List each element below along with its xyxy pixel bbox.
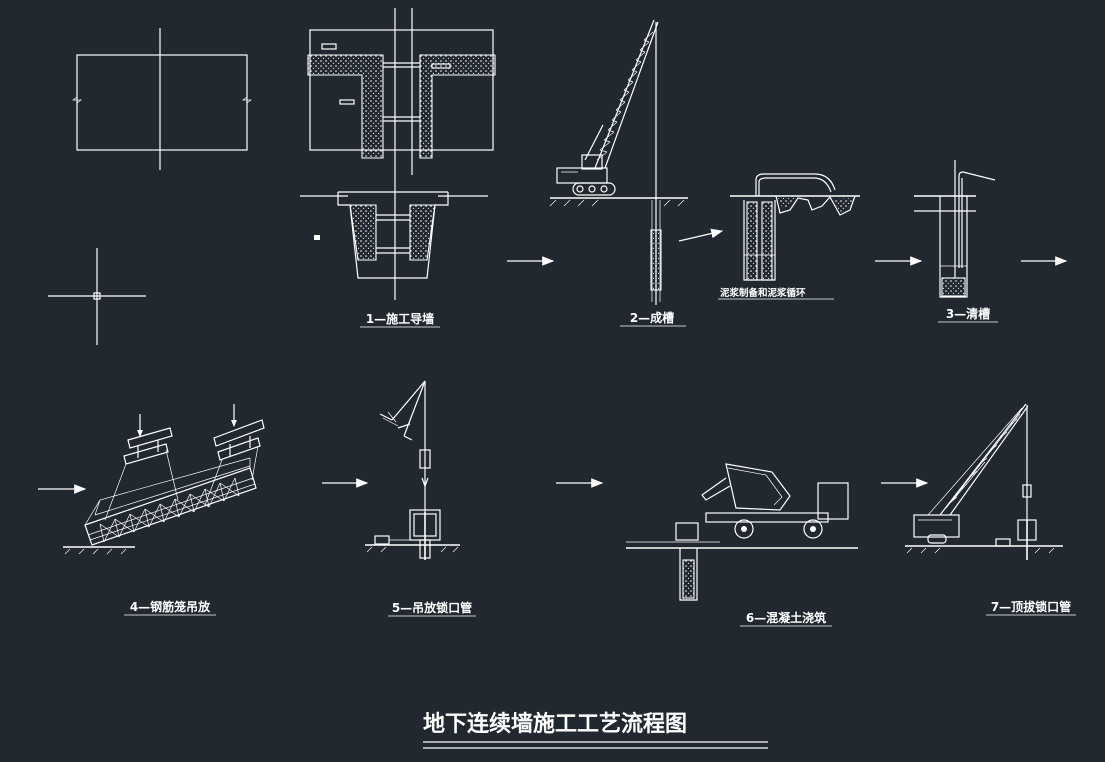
- crosshair-cursor: [48, 248, 146, 345]
- step2-trenching-crane-drawing: [549, 19, 688, 305]
- slurry-annotation: 泥浆制备和泥浆循环: [720, 287, 806, 299]
- step2-label: 2—成槽: [630, 310, 674, 325]
- step5-lock-pipe-drawing: [365, 380, 460, 560]
- diagram-title: 地下连续墙施工工艺流程图: [423, 711, 687, 737]
- blank-plan-rect: [71, 28, 253, 170]
- step7-label: 7—顶拔锁口管: [991, 599, 1071, 614]
- step1-label: 1—施工导墙: [366, 311, 434, 326]
- step3-label: 3—清槽: [946, 306, 990, 321]
- step7-crane-extraction-drawing: [905, 403, 1063, 560]
- step3-trench-cleaning-drawing: [914, 160, 996, 298]
- flow-arrow: [678, 228, 724, 242]
- slurry-circulation-drawing: [730, 173, 860, 281]
- step1-guide-wall-drawing: [300, 8, 496, 300]
- step4-label: 4—钢筋笼吊放: [130, 599, 211, 614]
- step6-concrete-pouring-drawing: [626, 463, 858, 601]
- step6-label: 6—混凝土浇筑: [746, 610, 826, 625]
- step5-label: 5—吊放锁口管: [392, 600, 472, 615]
- step4-rebar-cage-drawing: [63, 404, 265, 555]
